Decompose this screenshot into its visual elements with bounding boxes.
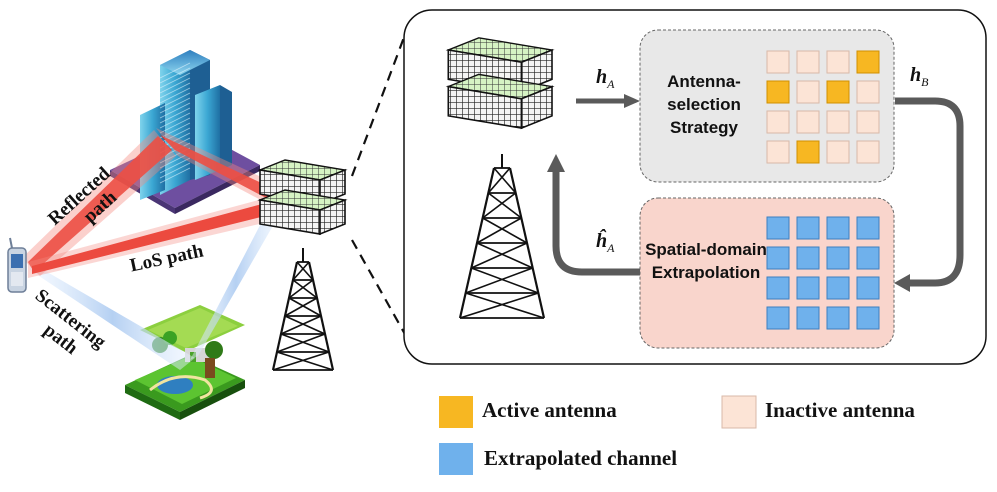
left-antenna-array-icon: [257, 159, 348, 236]
inactive-antenna-cell: [796, 80, 820, 104]
legend-inactive-swatch: [721, 395, 757, 429]
h-a-label: hA: [596, 66, 615, 91]
active-antenna-cell: [766, 80, 790, 104]
inactive-antenna-cell: [766, 50, 790, 74]
inactive-antenna-cell: [796, 50, 820, 74]
right-antenna-array-icon: [445, 37, 555, 130]
right-tower-icon: [458, 154, 546, 319]
extrapolated-channel-cell: [856, 276, 880, 300]
park-icon: [125, 305, 245, 420]
extrapolated-channel-cell: [856, 306, 880, 330]
active-antenna-cell: [796, 140, 820, 164]
left-tower-icon: [271, 248, 335, 371]
h-a-hat-label: ĥA: [596, 230, 615, 255]
zoom-line-bottom: [351, 239, 407, 337]
h-b-label: hB: [910, 64, 929, 89]
extrapolated-channel-cell: [766, 276, 790, 300]
inactive-antenna-cell: [856, 140, 880, 164]
inactive-antenna-cell: [826, 110, 850, 134]
active-antenna-cell: [856, 50, 880, 74]
inactive-antenna-cell: [856, 80, 880, 104]
phone-icon: [7, 237, 27, 293]
inactive-antenna-cell: [796, 110, 820, 134]
inactive-antenna-cell: [856, 110, 880, 134]
extrapolated-channel-cell: [826, 306, 850, 330]
extrapolated-channel-cell: [766, 246, 790, 270]
extrapolated-channel-cell: [856, 216, 880, 240]
extrapolated-channel-cell: [796, 246, 820, 270]
legend-extrapolated-swatch: [439, 443, 473, 475]
extrapolated-channel-cell: [856, 246, 880, 270]
extrapolated-channel-cell: [826, 276, 850, 300]
extrapolated-channel-cell: [766, 306, 790, 330]
inactive-antenna-cell: [826, 50, 850, 74]
flow-arrows: [547, 94, 964, 292]
extrapolated-grid: [766, 216, 880, 330]
extrapolated-channel-cell: [796, 306, 820, 330]
arrow-h-a-hat: [552, 170, 640, 276]
active-antenna-cell: [826, 80, 850, 104]
extrapolated-channel-cell: [826, 216, 850, 240]
inactive-antenna-cell: [766, 140, 790, 164]
extrapolated-channel-cell: [796, 216, 820, 240]
legend-active-swatch: [439, 396, 473, 428]
legend-extrapolated-label: Extrapolated channel: [484, 446, 678, 470]
legend-active-label: Active antenna: [482, 398, 617, 422]
inactive-antenna-cell: [826, 140, 850, 164]
zoom-line-top: [350, 31, 408, 177]
legend-inactive-label: Inactive antenna: [765, 398, 915, 422]
beams: [22, 128, 282, 370]
inactive-antenna-cell: [766, 110, 790, 134]
selection-grid: [766, 50, 880, 164]
arrow-h-b: [895, 97, 964, 287]
extrapolated-channel-cell: [826, 246, 850, 270]
extrapolated-channel-cell: [796, 276, 820, 300]
extrapolated-channel-cell: [766, 216, 790, 240]
